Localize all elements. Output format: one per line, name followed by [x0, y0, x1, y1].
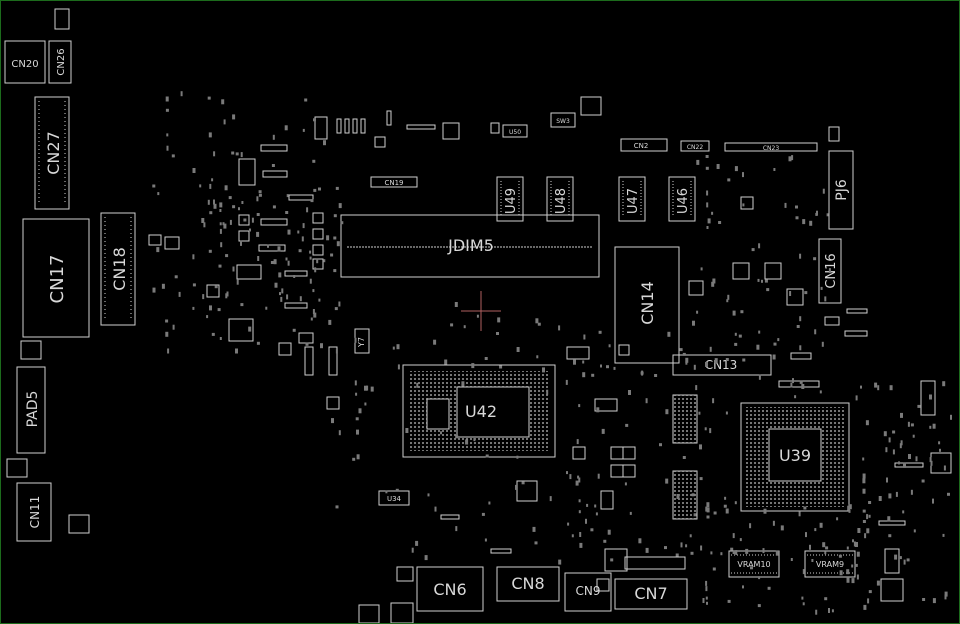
- connector-cn16[interactable]: CN16: [818, 238, 842, 304]
- connector-cn8[interactable]: CN8: [496, 566, 560, 602]
- memory-vram10[interactable]: VRAM10: [728, 550, 780, 578]
- small-part: [20, 340, 42, 360]
- origin-crosshair: [461, 291, 501, 331]
- cn2-label: CN2: [634, 142, 649, 150]
- connector-cn17[interactable]: CN17: [22, 218, 90, 338]
- cn18-label: CN18: [110, 247, 129, 291]
- cn8-label: CN8: [511, 574, 544, 593]
- pad-pad5[interactable]: PAD5: [16, 366, 46, 454]
- cn7-label: CN7: [634, 584, 667, 603]
- small-components-mid: [566, 346, 698, 572]
- part-cn19[interactable]: CN19: [370, 176, 418, 188]
- connector-cn23[interactable]: CN23: [724, 142, 818, 152]
- cn22-label: CN22: [687, 144, 703, 151]
- connector-cn27[interactable]: CN27: [34, 96, 70, 210]
- pad5-label: PAD5: [25, 391, 41, 428]
- chip-u49[interactable]: U49: [496, 176, 524, 222]
- chip-u48[interactable]: U48: [546, 176, 574, 222]
- pj6-label: PJ6: [834, 179, 850, 201]
- connector-cn13[interactable]: CN13: [672, 354, 772, 376]
- jdim5-label: JDIM5: [447, 236, 494, 255]
- connector-cn18[interactable]: CN18: [100, 212, 136, 326]
- u42-label: U42: [465, 402, 497, 421]
- cn17-label: CN17: [47, 255, 68, 304]
- small-components-bottom: [326, 396, 686, 623]
- cn11-label: CN11: [28, 496, 42, 529]
- connector-cn2[interactable]: CN2: [620, 138, 668, 152]
- u47-label: U47: [626, 188, 641, 214]
- y7-label: Y7: [357, 337, 366, 348]
- u46-label: U46: [676, 188, 691, 214]
- u34-label: U34: [387, 495, 402, 503]
- crystal-y7[interactable]: Y7: [354, 328, 370, 354]
- connector-cn22[interactable]: CN22: [680, 140, 710, 152]
- cn20-label: CN20: [11, 59, 38, 70]
- u49-label: U49: [504, 188, 519, 214]
- connector-cn6[interactable]: CN6: [416, 566, 484, 612]
- cn19-label: CN19: [384, 179, 403, 187]
- cn26-label: CN26: [56, 48, 67, 75]
- chip-u34[interactable]: U34: [378, 490, 410, 506]
- via-scatter: [152, 91, 952, 615]
- u48-label: U48: [554, 188, 569, 214]
- connector-cn14[interactable]: CN14: [614, 246, 680, 364]
- connector-cn11[interactable]: CN11: [16, 482, 52, 542]
- gpu-u39[interactable]: U39: [740, 402, 850, 512]
- connector-cn9[interactable]: CN9: [564, 572, 612, 612]
- small-components-top: [336, 96, 840, 148]
- small-components-right: [688, 196, 952, 602]
- part-u50[interactable]: U50: [502, 124, 528, 138]
- cn23-label: CN23: [763, 145, 779, 152]
- small-components-upper-left: [148, 116, 338, 376]
- cn13-label: CN13: [705, 358, 738, 372]
- connector-cn7[interactable]: CN7: [614, 578, 688, 610]
- small-part: [68, 514, 90, 534]
- cn9-label: CN9: [576, 584, 601, 598]
- connector-cn26[interactable]: CN26: [48, 40, 72, 84]
- chip-u47[interactable]: U47: [618, 176, 646, 222]
- u50-label: U50: [509, 129, 521, 136]
- vram10-label: VRAM10: [737, 560, 770, 569]
- vram9-label: VRAM9: [816, 560, 844, 569]
- memory-slot-jdim5[interactable]: JDIM5: [340, 214, 600, 278]
- cn16-label: CN16: [824, 253, 839, 288]
- cn27-label: CN27: [44, 131, 63, 175]
- cpu-u42[interactable]: U42: [402, 364, 556, 458]
- u39-label: U39: [779, 446, 811, 465]
- small-part: [6, 458, 28, 478]
- cn14-label: CN14: [638, 281, 657, 325]
- connector-cn20[interactable]: CN20: [4, 40, 46, 84]
- sw3-label: SW3: [556, 118, 570, 125]
- chip-u46[interactable]: U46: [668, 176, 696, 222]
- cn6-label: CN6: [433, 580, 466, 599]
- connector-pj6[interactable]: PJ6: [828, 150, 854, 230]
- part-sw3[interactable]: SW3: [550, 112, 576, 128]
- small-part: [54, 8, 70, 30]
